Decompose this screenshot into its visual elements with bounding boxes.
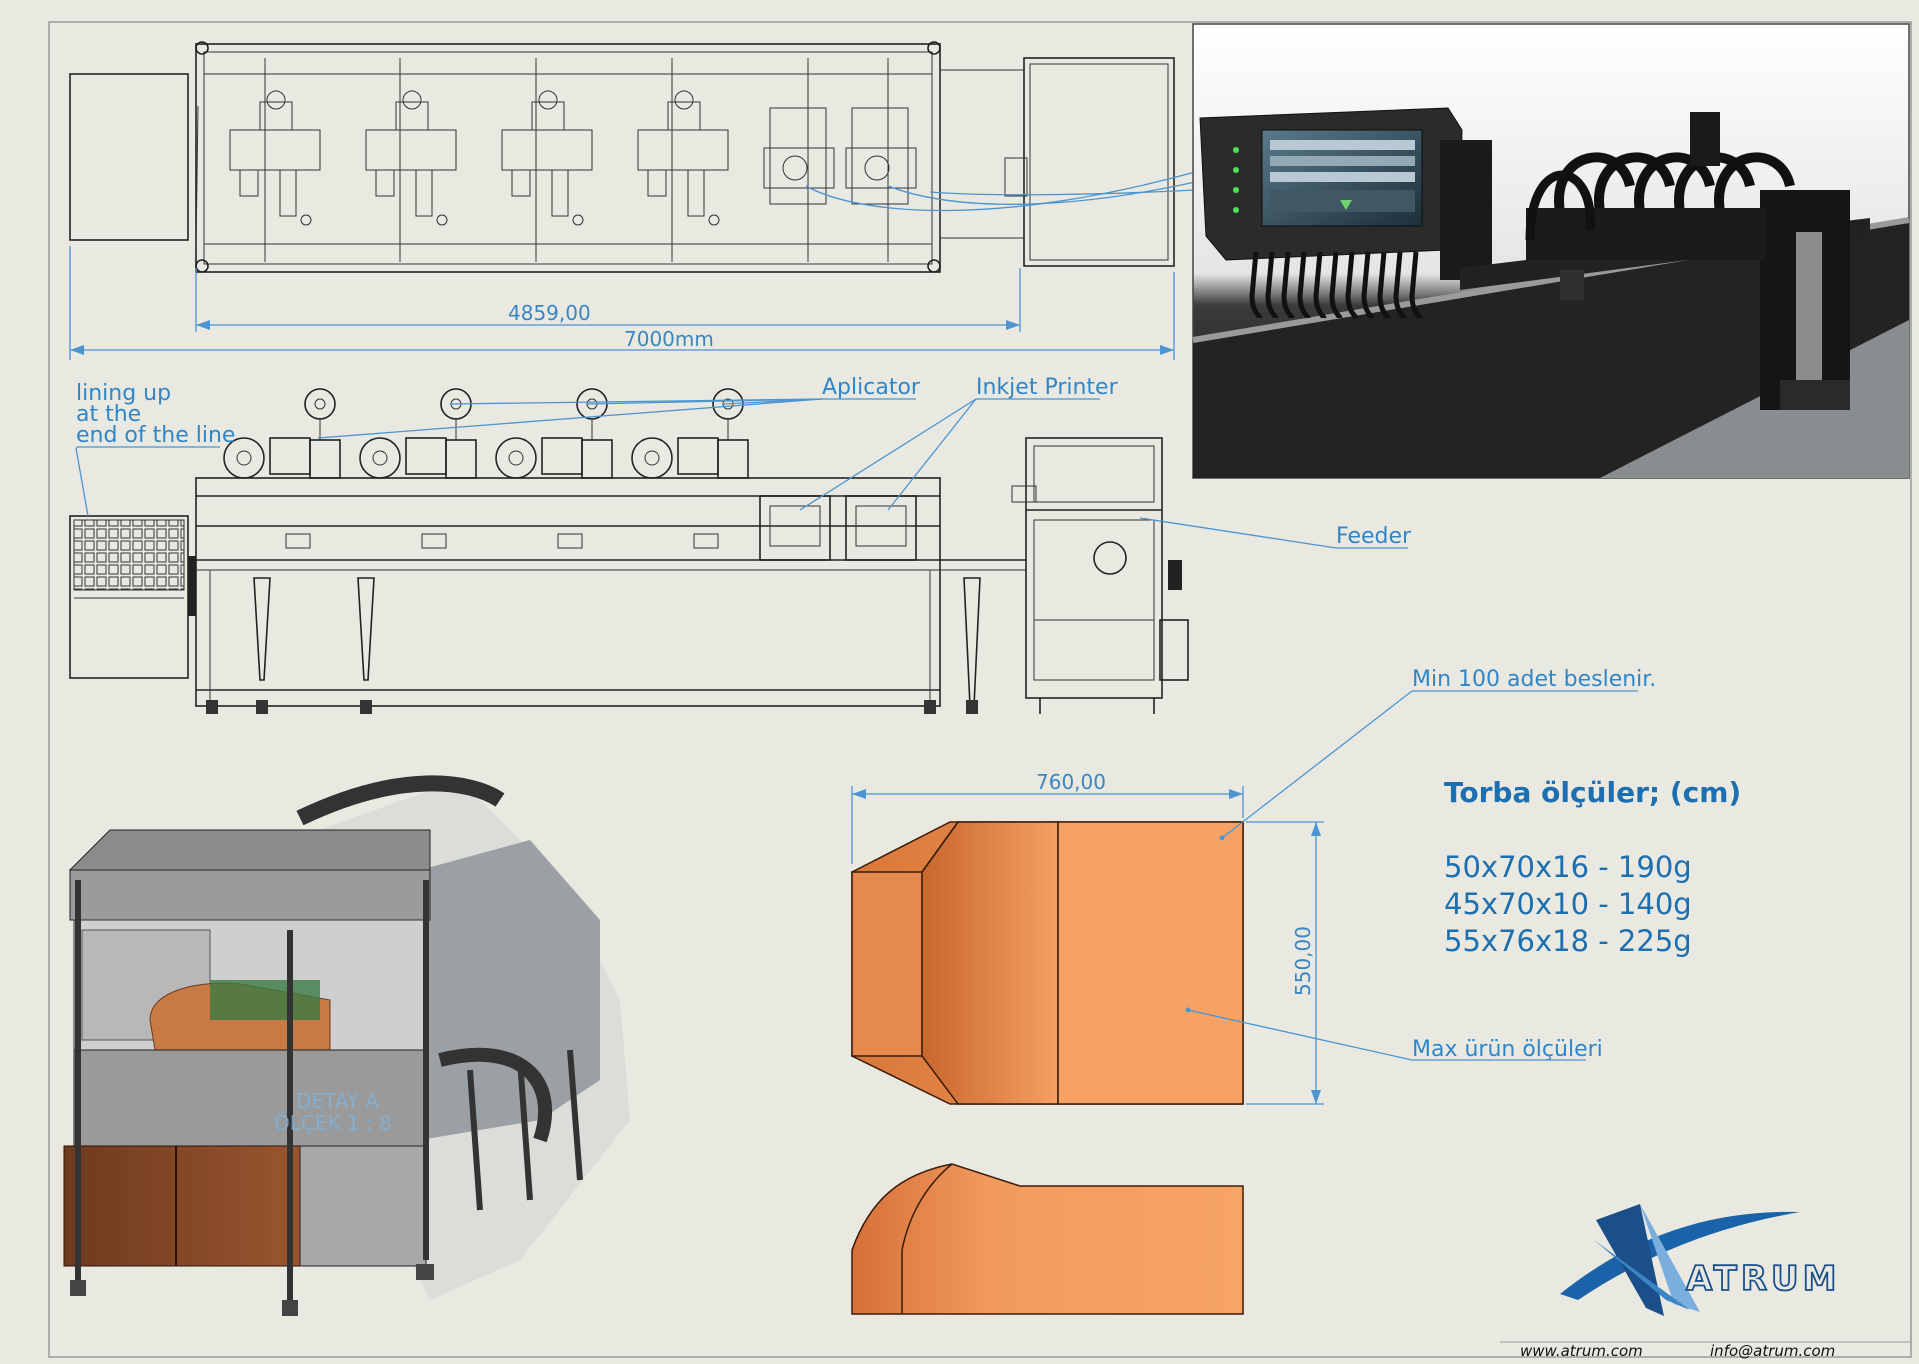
label-feeder: Feeder [1336, 524, 1412, 549]
sheet-border [48, 21, 1912, 1358]
logo-wordmark: ATRUM [1686, 1259, 1841, 1299]
label-lining-up-1: lining up [76, 381, 171, 406]
side-view-labels: lining up at the end of the line Aplicat… [75, 375, 1412, 549]
label-lining-up-2: at the [76, 402, 141, 427]
spec-item-1: 50x70x16 - 190g [1444, 850, 1692, 884]
inkjet-printer-photo [1192, 23, 1910, 479]
footer-email: info@atrum.com [1710, 1342, 1835, 1360]
specs-title: Torba ölçüler; (cm) [1444, 776, 1741, 809]
dimension-bag-height: 550,00 [1291, 926, 1315, 996]
spec-item-3: 55x76x18 - 225g [1444, 924, 1692, 958]
spec-item-2: 45x70x10 - 140g [1444, 887, 1692, 921]
printer-control-screen [1199, 107, 1463, 261]
isometric-detail-view: DETAY A ÖLÇEK 1 : 8 [63, 775, 630, 1316]
label-max-product: Max ürün ölçüleri [1412, 1037, 1603, 1062]
dimension-bag-width: 760,00 [1036, 770, 1106, 794]
dimension-overall-length: 7000mm [624, 327, 714, 351]
footer-website: www.atrum.com [1520, 1342, 1643, 1360]
dimension-inner-length: 4859,00 [508, 301, 591, 325]
atrum-logo: ATRUM [1560, 1204, 1841, 1316]
top-view: 4859,00 7000mm [69, 41, 1196, 360]
bag-drawing: 760,00 550,00 Min 100 adet beslenir. Max… [851, 667, 1656, 1315]
label-inkjet-printer: Inkjet Printer [976, 375, 1119, 400]
label-min-feed: Min 100 adet beslenir. [1412, 667, 1656, 692]
side-view [69, 388, 1189, 714]
label-lining-up-3: end of the line [76, 423, 235, 448]
detail-label-1: DETAY A [296, 1089, 379, 1113]
detail-label-2: ÖLÇEK 1 : 8 [274, 1111, 392, 1135]
feeder-unit [1011, 437, 1189, 714]
label-applicator: Aplicator [822, 375, 921, 400]
bag-specs: Torba ölçüler; (cm) 50x70x16 - 190g 45x7… [1444, 776, 1741, 958]
